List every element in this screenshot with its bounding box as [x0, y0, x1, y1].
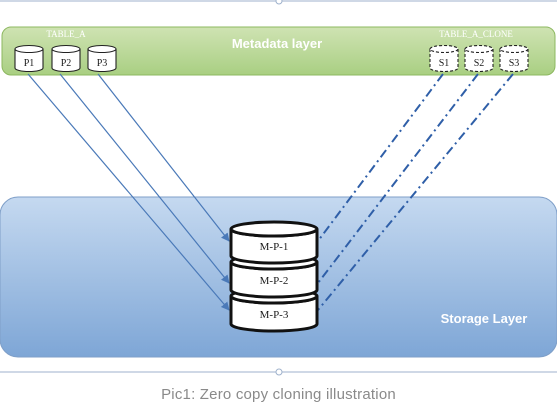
- partition-p2-label: P2: [61, 58, 72, 69]
- metadata-layer-label: Metadata layer: [232, 36, 322, 51]
- table-a-clone-label: TABLE_A_CLONE: [439, 29, 513, 39]
- micro-partition-stack: M-P-3 M-P-2 M-P-1: [229, 220, 319, 333]
- partition-p1: P1: [14, 44, 44, 73]
- table-a-clone-partitions: S1 S2 S3: [429, 44, 529, 73]
- partition-s1: S1: [429, 44, 459, 73]
- partition-s3-label: S3: [509, 58, 520, 69]
- line-s1-to-mp1: [317, 73, 444, 242]
- partition-p2: P2: [51, 44, 81, 73]
- metadata-layer-band: [1, 26, 556, 76]
- bottom-divider-knob: [275, 368, 283, 376]
- partition-p1-label: P1: [24, 58, 35, 69]
- micro-partition-1-label: M-P-1: [260, 241, 289, 253]
- partition-s2-label: S2: [474, 58, 485, 69]
- partition-s3: S3: [499, 44, 529, 73]
- top-divider-knob: [275, 0, 283, 5]
- storage-layer-label: Storage Layer: [441, 311, 528, 326]
- micro-partition-1: M-P-1: [229, 220, 319, 265]
- table-a-partitions: P1 P2 P3: [14, 44, 117, 73]
- table-a-label: TABLE_A: [46, 29, 86, 39]
- partition-p3-label: P3: [97, 58, 108, 69]
- partition-s1-label: S1: [439, 58, 450, 69]
- figure-caption: Pic1: Zero copy cloning illustration: [161, 386, 396, 403]
- partition-p3: P3: [87, 44, 117, 73]
- clone-pointer-lines: [317, 73, 514, 311]
- line-s2-to-mp2: [317, 73, 479, 284]
- micro-partition-3-label: M-P-3: [260, 309, 289, 321]
- original-pointer-arrows: [27, 73, 230, 311]
- arrow-p3-to-mp1: [97, 73, 230, 242]
- line-s3-to-mp3: [317, 73, 514, 311]
- partition-s2: S2: [464, 44, 494, 73]
- micro-partition-2-label: M-P-2: [260, 275, 289, 287]
- arrow-p1-to-mp3: [27, 73, 230, 311]
- arrow-p2-to-mp2: [59, 73, 230, 284]
